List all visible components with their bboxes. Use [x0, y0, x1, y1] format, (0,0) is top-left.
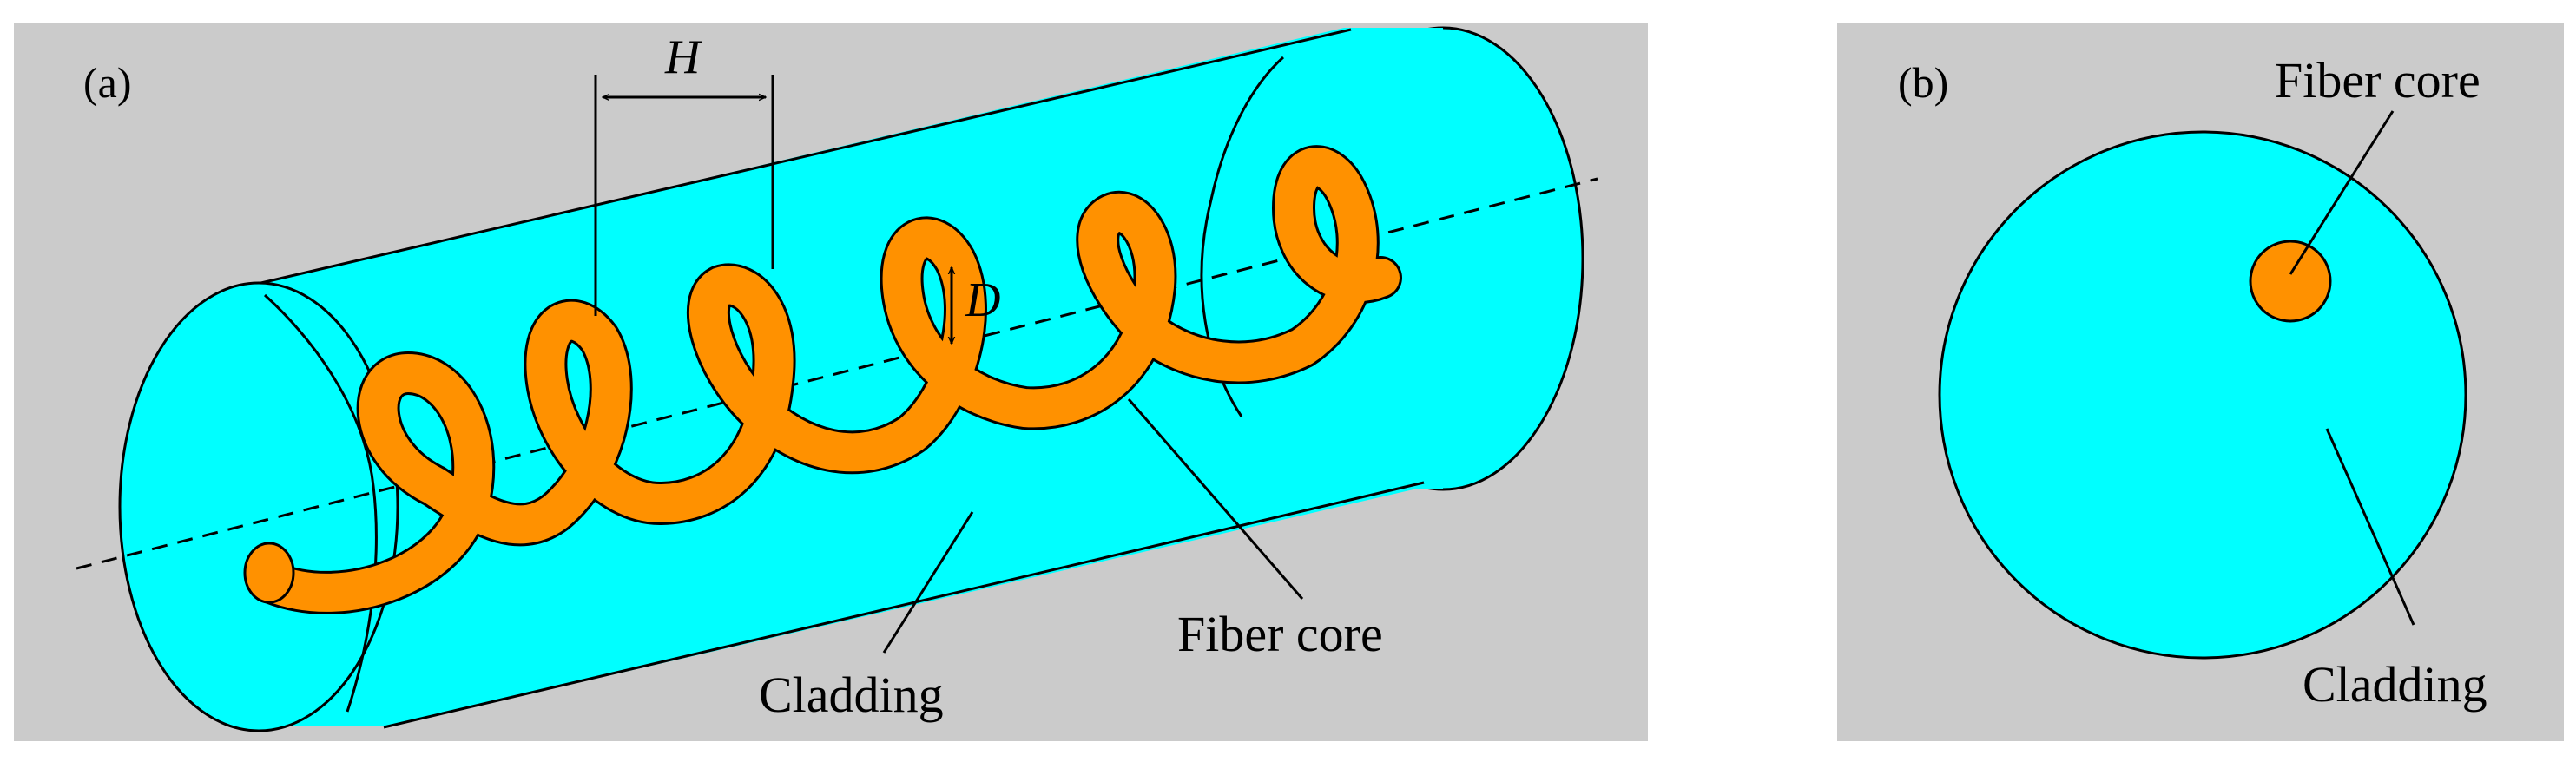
cladding-front-end [118, 281, 399, 732]
diameter-dimension: D [952, 267, 1000, 344]
core-callout-leader-b [2289, 110, 2395, 275]
panel-b-tag: (b) [1898, 58, 1948, 107]
helical-core [243, 145, 1402, 614]
cladding-callout-leader [882, 511, 974, 654]
cladding-top-edge [253, 28, 1352, 286]
helical-core-end-cap [243, 542, 295, 604]
panel-b: Fiber core Cladding (b) [1837, 23, 2564, 741]
cladding-cross-section [1938, 130, 2467, 660]
cladding-callout-leader-b [2325, 428, 2415, 626]
pitch-label: H [664, 30, 702, 84]
core-callout-leader [1127, 398, 1304, 600]
core-cross-section [2249, 240, 2332, 323]
panel-a-tag: (a) [83, 58, 132, 107]
core-callout-label: Fiber core [1177, 606, 1383, 662]
core-callout-label-b: Fiber core [2275, 52, 2480, 108]
pitch-dimension: H [594, 30, 774, 316]
cladding-callout-label-b: Cladding [2303, 656, 2487, 713]
panel-a: H D Fiber core Cladding (a) [14, 23, 1648, 741]
diameter-label: D [965, 273, 1000, 327]
cladding-callout-label: Cladding [759, 667, 944, 723]
cladding-front-inner-arc [263, 293, 378, 713]
helical-core-fill [254, 148, 1400, 612]
cladding-bottom-edge [383, 481, 1425, 729]
